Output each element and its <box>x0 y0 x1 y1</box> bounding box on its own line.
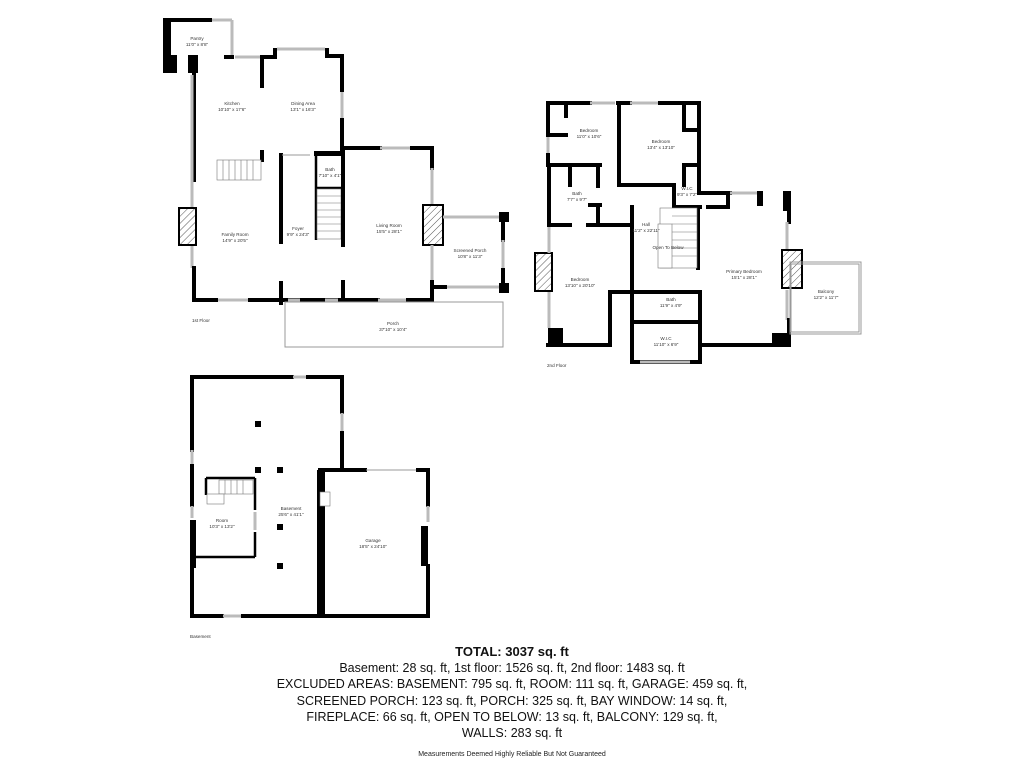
room-name: Garage <box>365 538 381 543</box>
room-dims: 13'1" x 16'3" <box>290 107 316 112</box>
room-dims: 10'10" x 17'6" <box>218 107 246 112</box>
room-dims: 7'7" x 9'7" <box>567 197 587 202</box>
room-dims: 11'10" x 6'9" <box>654 342 679 347</box>
room-dims: 10'3" x 13'2" <box>209 524 235 529</box>
room-name: Living Room <box>376 223 402 228</box>
fireplace-icon <box>178 207 197 246</box>
area-summary: TOTAL: 3037 sq. ft Basement: 28 sq. ft, … <box>0 644 1024 763</box>
room-dims: 11'9" x 4'9" <box>660 303 683 308</box>
foyer-stairs <box>316 188 342 240</box>
disclaimer: Measurements Deemed Highly Reliable But … <box>418 751 606 759</box>
room-dims: 11'0" x 8'8" <box>186 42 209 47</box>
floor-caption: Basement <box>190 634 211 639</box>
room-dims: 9'3" x 7'2" <box>677 192 697 197</box>
room-name: Bedroom <box>571 277 590 282</box>
room-dims: 9'9" x 24'3" <box>287 232 310 237</box>
room-dims: 25'6" x 41'1" <box>278 512 304 517</box>
room-dims: 37'10" x 10'4" <box>379 327 407 332</box>
room-name: Foyer <box>292 226 304 231</box>
room-dims: 7'10" x 4'1" <box>319 173 342 178</box>
room-name: Basement <box>281 506 302 511</box>
summary-line: SCREENED PORCH: 123 sq. ft, PORCH: 325 s… <box>296 693 728 708</box>
floor-caption: 2nd Floor <box>547 363 567 368</box>
room-dims: 13'10" x 20'10" <box>565 283 596 288</box>
room-name: Porch <box>387 321 399 326</box>
summary-line: EXCLUDED AREAS: BASEMENT: 795 sq. ft, RO… <box>276 677 748 692</box>
room-name: Kitchen <box>224 101 240 106</box>
room-name: Bedroom <box>652 139 671 144</box>
kitchen-stairs <box>216 159 262 181</box>
room-name: Pantry <box>190 36 204 41</box>
room-dims: 11'2" x 22'11" <box>632 228 659 233</box>
summary-line: Basement: 28 sq. ft, 1st floor: 1526 sq.… <box>339 661 685 676</box>
room-name: Bath <box>572 191 582 196</box>
room-dims: 11'0" x 10'6" <box>577 134 602 139</box>
room-name: Hall <box>642 222 650 227</box>
fireplace-icon <box>781 249 803 289</box>
basement-stairs <box>206 479 331 507</box>
room-dims: 13'4" x 13'10" <box>647 145 675 150</box>
summary-line: FIREPLACE: 66 sq. ft, OPEN TO BELOW: 13 … <box>306 709 718 724</box>
room-dims: 15'1" x 28'1" <box>731 275 757 280</box>
room-dims: 15'5" x 28'1" <box>376 229 402 234</box>
fireplace-icon <box>422 204 444 246</box>
open-to-below-stairs <box>657 207 698 269</box>
total-area: TOTAL: 3037 sq. ft <box>455 644 569 659</box>
room-name: Bath <box>325 167 335 172</box>
summary-line: WALLS: 283 sq. ft <box>461 726 563 741</box>
room-name: W.I.C <box>681 186 693 191</box>
first-floor-plan <box>163 18 509 348</box>
room-name: Open To Below <box>652 245 684 250</box>
room-name: Family Room <box>221 232 248 237</box>
room-dims: 10'8" x 11'3" <box>458 254 483 259</box>
room-dims: 14'9" x 20'5" <box>222 238 248 243</box>
room-name: W.I.C <box>660 336 672 341</box>
room-name: Dining Area <box>291 101 315 106</box>
fireplace-icon <box>534 252 553 292</box>
room-name: Screened Porch <box>454 248 487 253</box>
room-name: Bedroom <box>580 128 599 133</box>
basement-plan <box>190 375 430 618</box>
room-name: Bath <box>666 297 676 302</box>
second-floor-plan <box>534 101 862 364</box>
room-dims: 18'5" x 24'10" <box>359 544 387 549</box>
room-name: Room <box>216 518 228 523</box>
room-name: Primary Bedroom <box>726 269 762 274</box>
room-name: Balcony <box>818 289 835 294</box>
room-dims: 12'2" x 11'7" <box>814 295 839 300</box>
floor-caption: 1st Floor <box>192 318 210 323</box>
